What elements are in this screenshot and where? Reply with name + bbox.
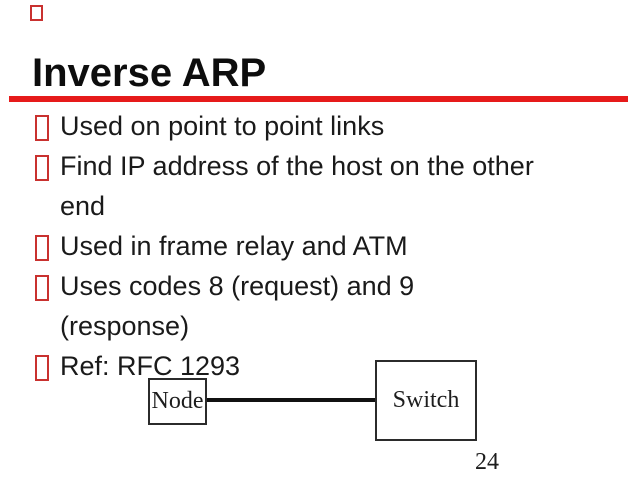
- bullet-text: Used on point to point links: [60, 111, 385, 141]
- bullet-item: Find IP address of the host on the other…: [35, 146, 540, 226]
- bullet-item: Used in frame relay and ATM: [35, 226, 540, 266]
- bullet-square-icon: [35, 115, 49, 141]
- bullet-square-icon: [35, 275, 49, 301]
- bullet-list: Used on point to point links Find IP add…: [35, 106, 540, 386]
- bullet-text: Find IP address of the host on the other…: [60, 151, 534, 221]
- bullet-item: Uses codes 8 (request) and 9 (response): [35, 266, 540, 346]
- slide-title: Inverse ARP: [32, 51, 267, 95]
- title-underline-rule: [9, 96, 628, 102]
- page-number: 24: [475, 449, 499, 475]
- node-label: Node: [151, 388, 204, 414]
- bullet-text: Used in frame relay and ATM: [60, 231, 408, 261]
- bullet-square-icon: [35, 155, 49, 181]
- link-line: [206, 398, 376, 402]
- switch-label: Switch: [392, 387, 460, 413]
- bullet-text: Uses codes 8 (request) and 9 (response): [60, 271, 415, 341]
- bullet-square-icon: [35, 235, 49, 261]
- bullet-square-icon: [35, 355, 49, 381]
- bullet-text: Ref: RFC 1293: [60, 351, 241, 381]
- stray-bullet-square-icon: [30, 5, 43, 21]
- bullet-item: Ref: RFC 1293: [35, 346, 540, 386]
- bullet-item: Used on point to point links: [35, 106, 540, 146]
